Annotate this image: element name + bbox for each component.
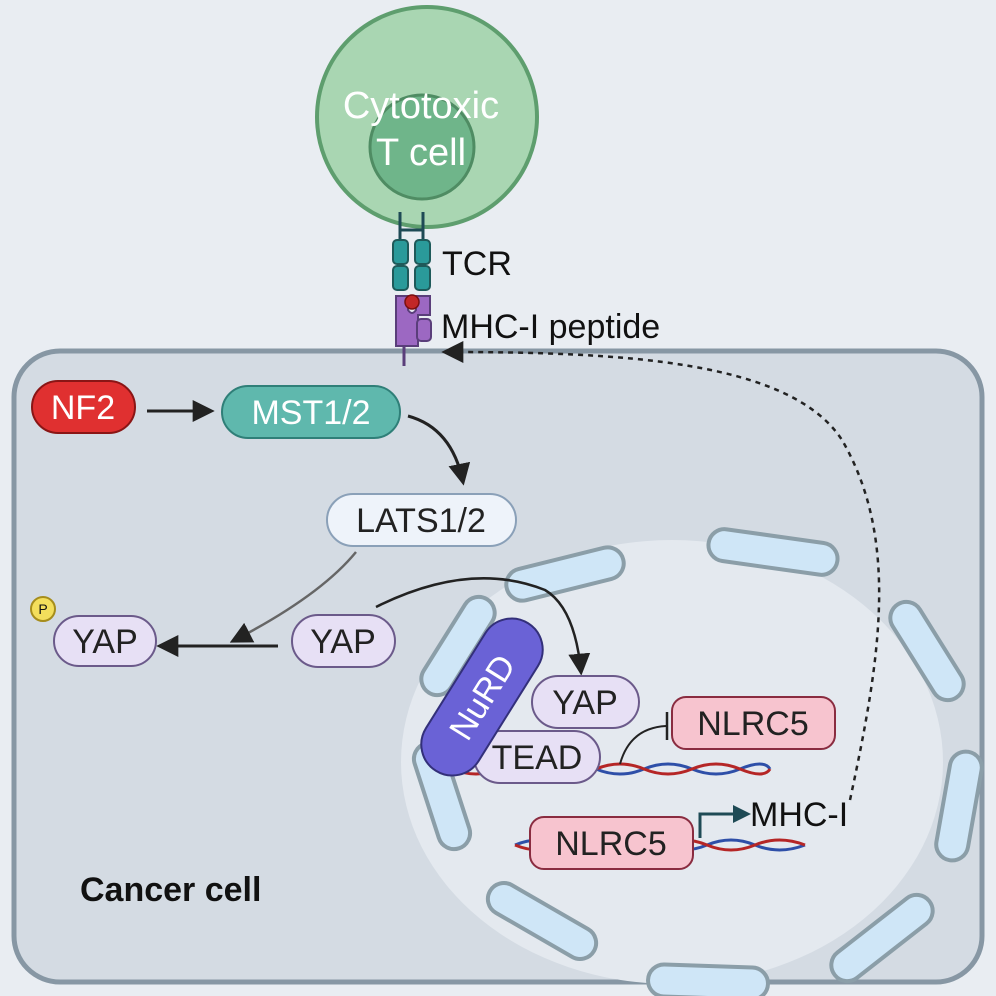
peptide (404, 294, 420, 310)
t-cell: Cytotoxic T cell (315, 5, 539, 229)
nlrc5-target-node: NLRC5 (671, 696, 836, 750)
nf2-label: NF2 (51, 389, 115, 427)
yap-free-label: YAP (310, 623, 376, 661)
nlrc5-factor-node: NLRC5 (529, 816, 694, 870)
yap-free-node: YAP (291, 614, 396, 668)
tcr-label: TCR (442, 245, 512, 283)
mst-node: MST1/2 (221, 385, 401, 439)
phosphate-badge-label: P (38, 601, 47, 617)
nlrc5-factor-label: NLRC5 (555, 825, 666, 863)
mhc-gene-label: MHC-I (750, 796, 848, 834)
yap-nuclear-label: YAP (552, 684, 618, 722)
nuclear-envelope-pores (411, 527, 984, 996)
nlrc5-target-label: NLRC5 (697, 705, 808, 743)
tead-label: TEAD (492, 739, 583, 777)
mst-to-lats-arrow (407, 414, 471, 486)
lats-phosphorylation-arrow (229, 551, 357, 643)
t-cell-label-line2: T cell (376, 132, 466, 174)
yap-nuclear-node: YAP (531, 675, 640, 729)
yap-nuclear-import-arrow (375, 577, 591, 676)
transcription-arrow (698, 805, 751, 838)
t-cell-label-line1: Cytotoxic (343, 85, 499, 127)
lats-label: LATS1/2 (356, 502, 486, 540)
tead-node: TEAD (473, 730, 601, 784)
t-cell-nucleus (368, 93, 476, 201)
mhc-molecule (395, 295, 432, 347)
nf2-node: NF2 (31, 380, 136, 434)
tead-inhibits-nlrc5 (619, 725, 667, 765)
tcr-receptor (392, 239, 431, 291)
mhc-surface-transport-arrow (441, 341, 881, 801)
lats-node: LATS1/2 (326, 493, 517, 547)
yap-phospho-label: YAP (72, 623, 138, 661)
cancer-cell-label: Cancer cell (80, 871, 261, 909)
yap-phospho-node: YAP P (30, 596, 157, 667)
mst-label: MST1/2 (251, 394, 370, 432)
tcr-mhc-complex: TCR MHC-I peptide (392, 212, 660, 366)
phosphate-badge (30, 596, 56, 622)
mhc-peptide-label: MHC-I peptide (441, 308, 660, 346)
